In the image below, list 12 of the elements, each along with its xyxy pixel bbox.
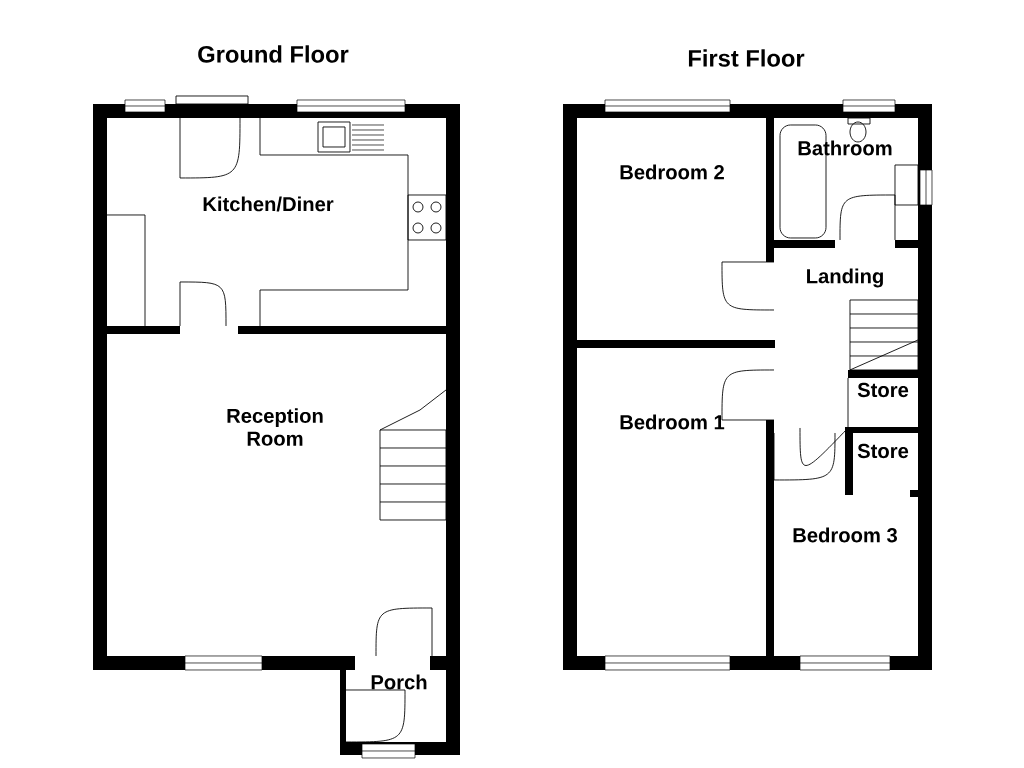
room-label: Bathroom [798, 140, 892, 156]
room-label: Landing [807, 268, 883, 288]
room-label: Bedroom 2 [620, 164, 724, 180]
room-label: Store [857, 443, 909, 459]
room-label: Bedroom 3 [793, 527, 897, 543]
floor-heading: First Floor [688, 49, 805, 67]
room-label: Bedroom 1 [620, 414, 725, 430]
room-label: Kitchen/Diner [203, 196, 334, 212]
room-label: Reception Room [227, 408, 323, 446]
room-label: Store [857, 382, 909, 398]
room-label: Porch [371, 674, 427, 690]
floor-heading: Ground Floor [198, 45, 349, 63]
